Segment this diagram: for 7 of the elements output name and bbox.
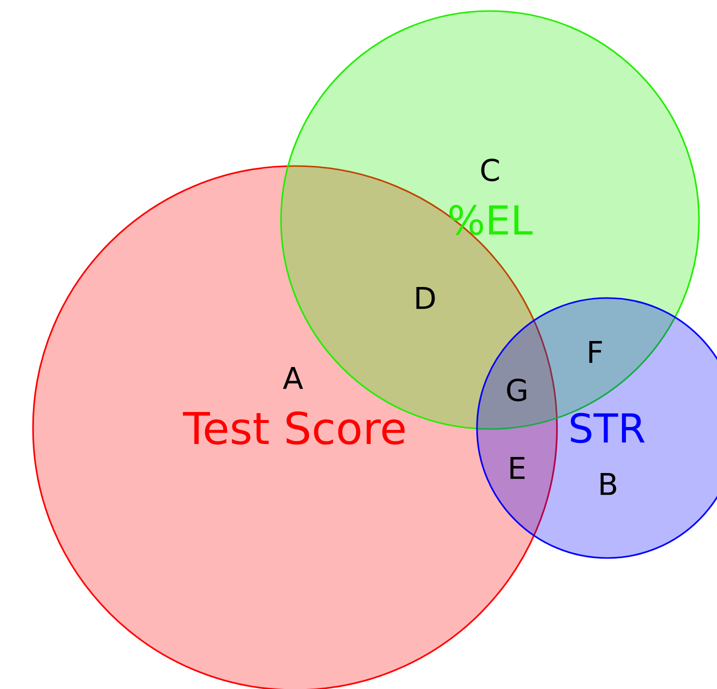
- region-label: F: [589, 341, 602, 363]
- region-label: D: [416, 287, 435, 309]
- region-label: E: [510, 457, 525, 479]
- region-label: B: [600, 473, 616, 495]
- region-label: A: [282, 367, 304, 389]
- region-label: C: [481, 158, 499, 182]
- region-label: G: [507, 378, 526, 402]
